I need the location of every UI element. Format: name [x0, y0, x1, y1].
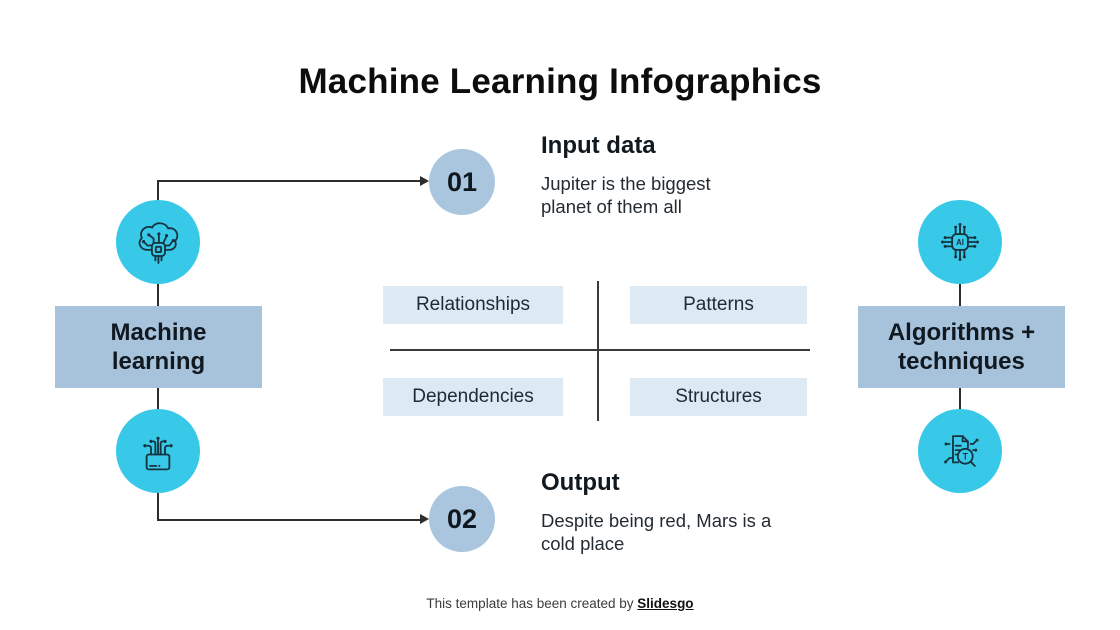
data-network-icon [143, 436, 173, 471]
page-title: Machine Learning Infographics [298, 62, 822, 101]
brain-chip-icon [138, 222, 179, 264]
quadrant-tag-label: Structures [675, 386, 762, 407]
footer-text: This template has been created by [426, 596, 638, 611]
step-2-body: Despite being red, Mars is a cold place [541, 510, 772, 555]
step-2-number-badge: 02 [429, 486, 495, 552]
top-arrowhead-icon [420, 176, 429, 186]
quadrant-vertical-axis [597, 281, 599, 421]
step-1-number: 01 [446, 166, 478, 197]
top-elbow-connector [157, 180, 420, 182]
ai-chip-icon: AI [941, 223, 979, 261]
step-2-number: 02 [446, 503, 478, 534]
step-1-text-block: Input data Jupiter is the biggest planet… [541, 132, 759, 219]
step-2-text-block: Output Despite being red, Mars is a cold… [541, 469, 777, 556]
step-1-body: Jupiter is the biggest planet of them al… [541, 173, 711, 218]
algorithms-bottom-badge: T [918, 409, 1002, 493]
text-analysis-icon: T [944, 435, 979, 467]
algorithms-top-badge: AI [918, 200, 1002, 284]
text-analysis-label: T [963, 451, 969, 461]
footer-credit: This template has been created by Slides… [0, 596, 1120, 611]
quadrant-tag-relationships: Relationships [383, 286, 563, 324]
quadrant-tag-dependencies: Dependencies [383, 378, 563, 416]
algorithms-node: Algorithms + techniques [858, 306, 1065, 388]
quadrant-tag-label: Patterns [683, 294, 754, 315]
step-1-number-badge: 01 [429, 149, 495, 215]
quadrant-horizontal-axis [390, 349, 810, 351]
step-2-heading: Output [541, 469, 620, 496]
quadrant-tag-label: Relationships [415, 294, 531, 315]
quadrant-tag-label: Dependencies [412, 386, 534, 407]
algorithms-label: Algorithms + techniques [887, 318, 1036, 375]
footer-brand-link[interactable]: Slidesgo [637, 596, 694, 611]
quadrant-tag-structures: Structures [630, 378, 807, 416]
bottom-arrowhead-icon [420, 514, 429, 524]
machine-learning-node: Machine learning [55, 306, 262, 388]
machine-learning-bottom-badge [116, 409, 200, 493]
ai-chip-label: AI [956, 238, 964, 247]
step-1-heading: Input data [541, 132, 656, 159]
bottom-elbow-connector [157, 519, 420, 521]
machine-learning-label: Machine learning [110, 318, 207, 375]
quadrant-tag-patterns: Patterns [630, 286, 807, 324]
machine-learning-top-badge [116, 200, 200, 284]
